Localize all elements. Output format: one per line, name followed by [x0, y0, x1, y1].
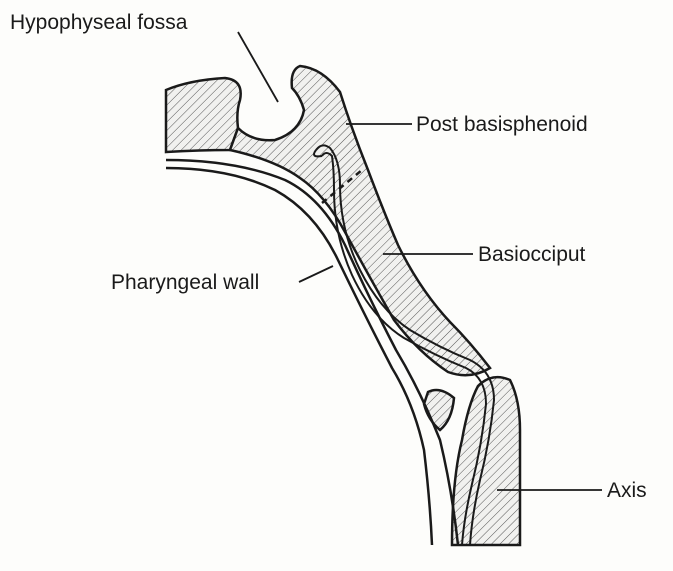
sphenoid-anterior-bone — [166, 78, 241, 152]
leader-hypophyseal-fossa — [238, 32, 278, 102]
leader-pharyngeal-wall — [299, 266, 333, 282]
label-axis: Axis — [607, 480, 647, 501]
pharyngeal-wall-inner — [166, 160, 458, 545]
label-hypophyseal-fossa: Hypophyseal fossa — [10, 12, 187, 33]
label-basiocciput: Basiocciput — [478, 244, 585, 265]
pharyngeal-wall-outer — [166, 168, 432, 545]
label-pharyngeal-wall: Pharyngeal wall — [111, 272, 259, 293]
label-post-basisphenoid: Post basisphenoid — [416, 114, 588, 135]
